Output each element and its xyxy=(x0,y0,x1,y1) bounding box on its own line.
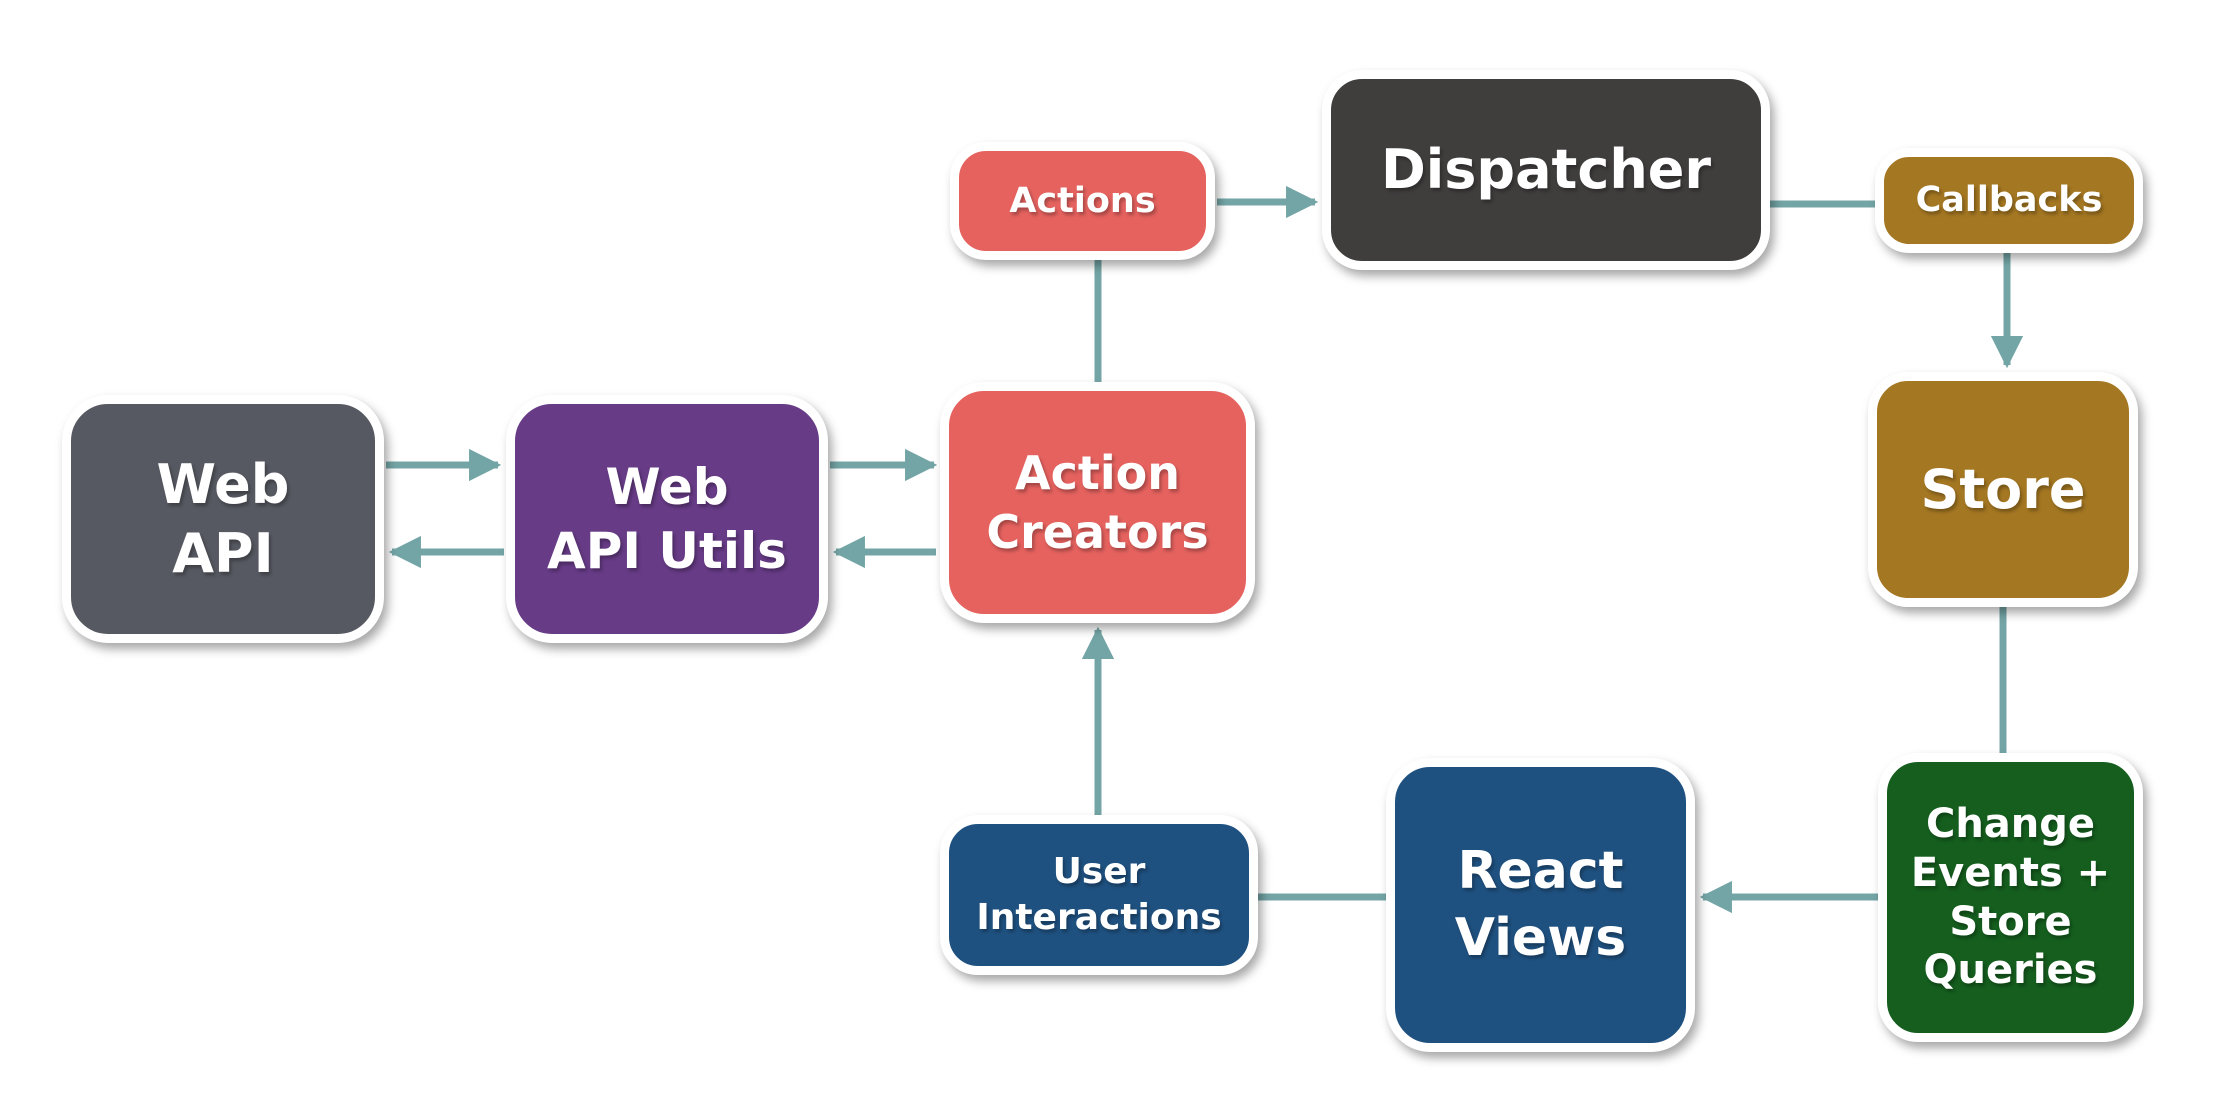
node-react-views: React Views xyxy=(1386,758,1695,1052)
node-web-api: Web API xyxy=(62,395,384,643)
node-dispatcher-label: Dispatcher xyxy=(1380,138,1712,202)
node-change-events-store-queries: Change Events + Store Queries xyxy=(1878,753,2143,1042)
node-callbacks: Callbacks xyxy=(1875,148,2143,253)
node-react-views-label: React Views xyxy=(1454,841,1627,968)
node-user-interactions: User Interactions xyxy=(940,815,1258,975)
node-web-api-utils: Web API Utils xyxy=(506,395,828,643)
node-callbacks-label: Callbacks xyxy=(1915,180,2103,221)
node-dispatcher: Dispatcher xyxy=(1322,70,1770,270)
node-store: Store xyxy=(1868,372,2138,607)
node-web-api-utils-label: Web API Utils xyxy=(547,458,787,580)
node-web-api-label: Web API xyxy=(156,452,290,585)
node-actions-label: Actions xyxy=(1009,180,1156,221)
node-action-creators: Action Creators xyxy=(940,382,1255,623)
node-store-label: Store xyxy=(1920,457,2086,521)
node-change-events-store-queries-label: Change Events + Store Queries xyxy=(1910,800,2111,994)
node-action-creators-label: Action Creators xyxy=(986,445,1209,559)
node-user-interactions-label: User Interactions xyxy=(976,850,1222,938)
node-actions: Actions xyxy=(950,142,1215,260)
